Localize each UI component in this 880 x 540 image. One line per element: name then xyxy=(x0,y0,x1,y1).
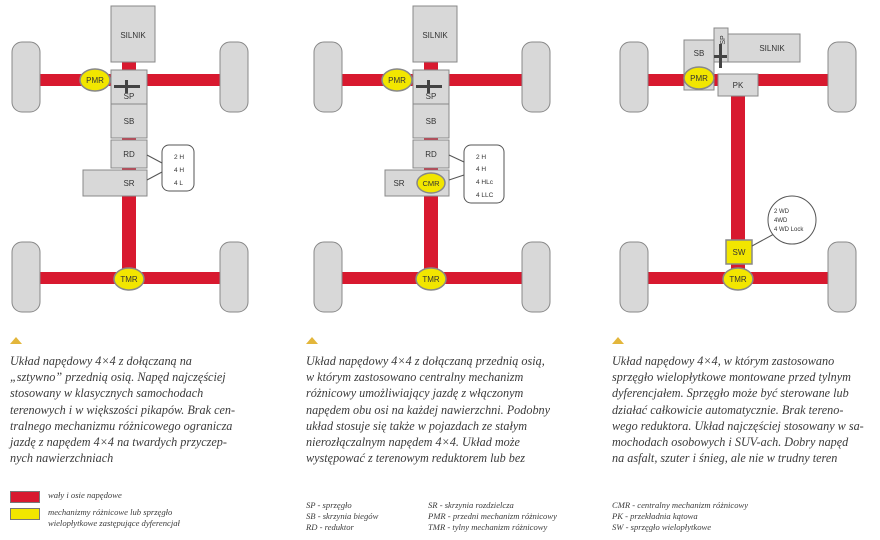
wheel-front-right xyxy=(219,41,249,113)
clutch-symbol-plate xyxy=(714,55,727,58)
selector-pointer-2 xyxy=(448,174,465,181)
wheel-front-left xyxy=(313,41,343,113)
reducer-label: RD xyxy=(123,150,135,159)
angle-gear-label: PK xyxy=(733,81,744,90)
caption-3: Układ napędowy 4×4, w którym zastosowano… xyxy=(612,354,864,466)
transfer-case-box xyxy=(82,169,148,197)
wheel-rear-left xyxy=(313,241,343,313)
wheel-rear-left xyxy=(619,241,649,313)
wheel-rear-right xyxy=(827,241,857,313)
legend-swatch-shafts xyxy=(10,491,40,503)
wheel-front-left xyxy=(619,41,649,113)
wheel-front-left xyxy=(11,41,41,113)
caption-1-marker xyxy=(10,337,22,344)
legend-abbrev-col2: SR - skrzynia rozdzielcza PMR - przedni … xyxy=(428,500,557,532)
prop-shaft xyxy=(731,86,745,276)
rear-diff-label: TMR xyxy=(729,275,747,284)
front-diff-label: PMR xyxy=(388,76,406,85)
mode-2: 4WD xyxy=(774,218,788,224)
center-diff-label: CMR xyxy=(422,179,440,188)
reducer-box xyxy=(110,139,148,169)
engine-box xyxy=(110,5,156,63)
rear-diff-tmr xyxy=(722,267,754,291)
gearbox-label: SB xyxy=(426,117,437,126)
clutch-label: SP xyxy=(124,92,135,101)
caption-2: Układ napędowy 4×4 z dołączaną przednią … xyxy=(306,354,551,466)
reducer-box xyxy=(412,139,450,169)
reducer-label: RD xyxy=(425,150,437,159)
legend-diffs-text: mechanizmy różnicowe lub sprzęgło wielop… xyxy=(48,507,180,528)
caption-1: Układ napędowy 4×4 z dołączaną na „sztyw… xyxy=(10,354,236,466)
clutch-symbol-plate xyxy=(427,80,430,93)
selector-pointer xyxy=(448,154,465,163)
diagram-1: SILNIK SP PMR SB RD SR 2 H 4 H 4 L TMR xyxy=(11,5,249,313)
wheel-rear-left xyxy=(11,241,41,313)
diagram-3: SB SP SILNIK PMR PK SW 2 WD 4WD 4 WD Loc… xyxy=(619,27,857,313)
rear-diff-label: TMR xyxy=(120,275,138,284)
selector-pointer xyxy=(146,154,163,164)
wheel-front-right xyxy=(521,41,551,113)
wheel-rear-right xyxy=(219,241,249,313)
mode-selector xyxy=(463,144,505,204)
legend-shafts-text: wały i osie napędowe xyxy=(48,490,122,500)
mode-2: 4 H xyxy=(476,166,486,173)
legend-abbrev-col1: SP - sprzęgło SB - skrzynia biegów RD - … xyxy=(306,500,379,532)
mode-2: 4 H xyxy=(174,167,184,174)
engine-label: SILNIK xyxy=(422,31,448,40)
transfer-case-label: SR xyxy=(393,179,404,188)
gearbox-label: SB xyxy=(694,49,705,58)
front-diff-pmr xyxy=(683,66,715,90)
engine-box xyxy=(412,5,458,63)
mode-3: 4 WD Lock xyxy=(774,227,804,233)
engine-box xyxy=(727,33,801,63)
front-diff-label: PMR xyxy=(86,76,104,85)
transfer-case-label: SR xyxy=(123,179,134,188)
mode-1: 2 WD xyxy=(774,209,790,215)
clutch-label: SP xyxy=(426,92,437,101)
engine-label: SILNIK xyxy=(120,31,146,40)
legend-abbrev-col3: CMR - centralny mechanizm różnicowy PK -… xyxy=(612,500,749,532)
wheel-front-right xyxy=(827,41,857,113)
diagram-2: SILNIK SP PMR SB RD SR CMR 2 H 4 H 4 HLc… xyxy=(313,5,551,313)
rear-diff-tmr xyxy=(415,267,447,291)
engine-label: SILNIK xyxy=(759,44,785,53)
multiplate-clutch-label: SW xyxy=(733,248,746,257)
wheel-rear-right xyxy=(521,241,551,313)
mode-selector xyxy=(161,144,195,192)
selector-pointer-2 xyxy=(146,171,163,181)
legend-swatch-diffs xyxy=(10,508,40,520)
gearbox-box xyxy=(412,103,450,139)
clutch-symbol-plate xyxy=(125,80,128,93)
mode-3: 4 HLc xyxy=(476,179,494,186)
rear-diff-label: TMR xyxy=(422,275,440,284)
mode-3: 4 L xyxy=(174,180,183,187)
gearbox-label: SB xyxy=(124,117,135,126)
front-diff-label: PMR xyxy=(690,74,708,83)
rear-diff-tmr xyxy=(113,267,145,291)
selector-pointer xyxy=(751,233,775,247)
mode-1: 2 H xyxy=(174,154,184,161)
gearbox-box xyxy=(110,103,148,139)
front-diff-pmr xyxy=(381,68,413,92)
mode-4: 4 LLC xyxy=(476,192,494,199)
mode-selector xyxy=(767,195,817,245)
front-diff-pmr xyxy=(79,68,111,92)
clutch-label: SP xyxy=(720,35,727,45)
center-diff-cmr xyxy=(416,172,446,194)
caption-3-marker xyxy=(612,337,624,344)
multiplate-clutch-sw xyxy=(725,239,753,265)
mode-1: 2 H xyxy=(476,154,486,161)
caption-2-marker xyxy=(306,337,318,344)
angle-gear-box xyxy=(717,73,759,97)
